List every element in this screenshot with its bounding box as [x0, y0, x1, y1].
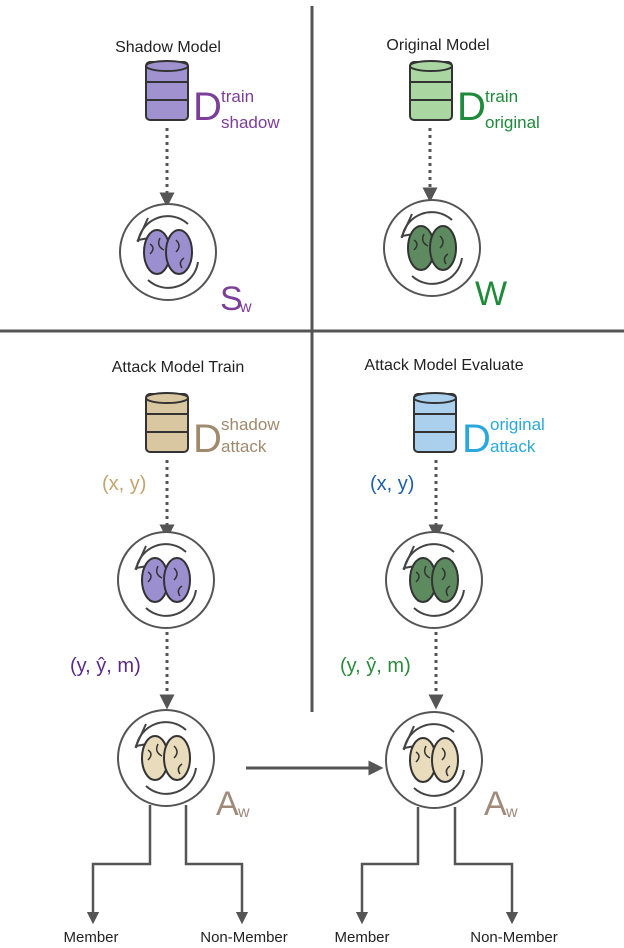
brain-model-icon	[385, 531, 483, 629]
dataset-label-sup: original	[490, 415, 545, 434]
model-label-main: S	[220, 280, 243, 318]
brain-model-icon	[383, 199, 481, 297]
dataset-label-main: D	[462, 417, 491, 461]
output-member-label: Member	[334, 929, 389, 946]
branch-line-non-member	[184, 805, 249, 925]
dataset-label-sub: attack	[490, 437, 536, 456]
dataset-label-sub: attack	[221, 437, 267, 456]
output-triple-label: (y, ŷ, m)	[70, 655, 141, 677]
attack-evaluate-title: Attack Model Evaluate	[364, 357, 523, 374]
input-pair-label: (x, y)	[102, 473, 146, 495]
branch-line-non-member	[453, 807, 519, 925]
model-label-sub: w	[237, 804, 250, 821]
model-label-main: A	[484, 785, 507, 823]
dataset-label-sup: shadow	[221, 415, 280, 434]
branch-line-member	[355, 807, 420, 925]
output-member-label: Member	[63, 929, 118, 946]
database-icon	[409, 60, 453, 121]
attack-model-train-panel: Attack Model Train D shadow attack (x, y…	[63, 359, 287, 946]
database-icon	[145, 60, 189, 121]
attack-model-evaluate-panel: Attack Model Evaluate D original attack …	[334, 357, 557, 946]
dataset-label-main: D	[193, 417, 222, 461]
attack-train-title: Attack Model Train	[112, 359, 245, 376]
original-model-panel: Original Model D train original W	[383, 37, 540, 313]
shadow-model-panel: Shadow Model D train shadow S w	[115, 39, 280, 318]
shadow-model-title: Shadow Model	[115, 39, 221, 56]
model-label-main: A	[216, 785, 239, 823]
model-label-sub: w	[505, 804, 518, 821]
dataset-label-sub: original	[485, 113, 540, 132]
brain-model-icon	[385, 711, 483, 809]
input-pair-label: (x, y)	[370, 473, 414, 495]
dataset-label-sup: train	[221, 87, 254, 106]
brain-model-icon	[117, 531, 215, 629]
branch-line-member	[86, 805, 152, 925]
dataset-label-main: D	[193, 85, 222, 129]
dataset-label-main: D	[457, 85, 486, 129]
model-label-main: W	[475, 275, 507, 313]
output-non-member-label: Non-Member	[200, 929, 288, 946]
dataset-label-sub: shadow	[221, 113, 280, 132]
database-icon	[145, 392, 189, 453]
output-triple-label: (y, ŷ, m)	[340, 655, 411, 677]
dataset-label-sup: train	[485, 87, 518, 106]
original-model-title: Original Model	[386, 37, 489, 54]
brain-model-icon	[117, 709, 215, 807]
brain-model-icon	[119, 203, 217, 301]
database-icon	[413, 392, 457, 453]
output-non-member-label: Non-Member	[470, 929, 558, 946]
model-label-sub: w	[239, 299, 252, 316]
